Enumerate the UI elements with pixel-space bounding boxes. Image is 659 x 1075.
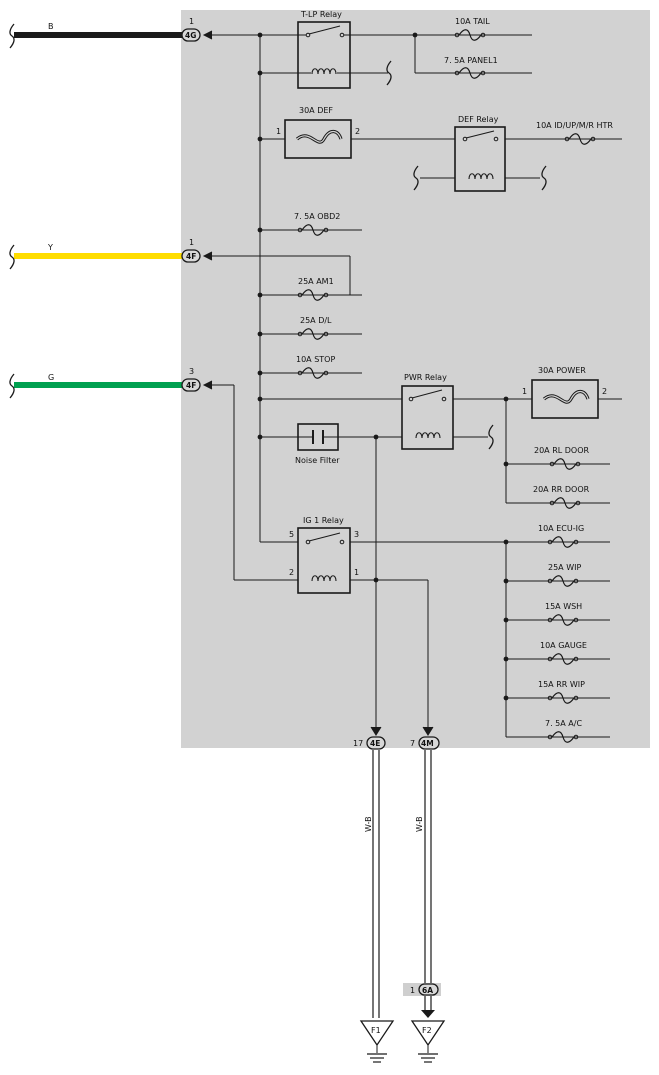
- noise-filter-label: Noise Filter: [295, 456, 340, 465]
- wire-g: G: [9, 373, 182, 399]
- svg-text:7. 5A OBD2: 7. 5A OBD2: [294, 212, 340, 221]
- wire-wb-2-label: W-B: [415, 816, 424, 832]
- fuse-25a-am1: 25A AM1: [297, 277, 334, 301]
- svg-text:4F: 4F: [186, 381, 196, 390]
- wire-b-label: B: [48, 22, 54, 31]
- fusible-30a-power-pin2: 2: [602, 387, 607, 396]
- wire-wb-2: W-B: [415, 750, 435, 1018]
- fusible-30a-power-pin1: 1: [522, 387, 527, 396]
- fusible-30a-def-label: 30A DEF: [299, 106, 333, 115]
- wire-b: B: [9, 22, 182, 49]
- svg-text:10A ID/UP/M/R HTR: 10A ID/UP/M/R HTR: [536, 121, 613, 130]
- fusible-30a-def-pin2: 2: [355, 127, 360, 136]
- ground-f2: F2: [410, 1020, 446, 1063]
- svg-text:15A WSH: 15A WSH: [545, 602, 582, 611]
- svg-text:4F: 4F: [186, 252, 196, 261]
- tlp-relay-label: T-LP Relay: [300, 10, 342, 19]
- junction-block: [181, 10, 650, 748]
- svg-text:4G: 4G: [185, 31, 196, 40]
- svg-text:15A RR WIP: 15A RR WIP: [538, 680, 585, 689]
- wire-wb-1: W-B: [364, 750, 380, 1018]
- wire-wb-1-label: W-B: [364, 816, 373, 832]
- connector-6a: 6A 1: [403, 983, 441, 996]
- fusible-30a-def-pin1: 1: [276, 127, 281, 136]
- svg-text:F1: F1: [371, 1026, 381, 1035]
- connector-4f-y: 4F 1: [181, 238, 213, 263]
- connector-4f-g-pin: 3: [189, 367, 194, 376]
- connector-4m: 4M 7: [410, 726, 440, 750]
- svg-text:4E: 4E: [370, 739, 380, 748]
- fuse-20a-rr-door: 20A RR DOOR: [533, 485, 590, 509]
- svg-text:6A: 6A: [422, 986, 433, 995]
- svg-text:10A GAUGE: 10A GAUGE: [540, 641, 587, 650]
- fusible-30a-power: 30A POWER 1 2: [522, 366, 607, 419]
- fuse-10a-ecu-ig: 10A ECU-IG: [538, 524, 584, 548]
- fuse-25a-wip: 25A WIP: [547, 563, 581, 587]
- ig1-pin-5: 5: [289, 530, 294, 539]
- fuse-20a-rl-door: 20A RL DOOR: [534, 446, 590, 470]
- connector-4e-pin: 17: [353, 739, 363, 748]
- svg-text:25A AM1: 25A AM1: [298, 277, 334, 286]
- connector-4g-pin: 1: [189, 17, 194, 26]
- wire-y-label: Y: [47, 243, 53, 252]
- fuse-15a-rr-wip: 15A RR WIP: [538, 680, 585, 704]
- pwr-relay-label: PWR Relay: [404, 373, 447, 382]
- fuse-10a-id-up-mr-htr: 10A ID/UP/M/R HTR: [536, 121, 613, 145]
- ig1-pin-1: 1: [354, 568, 359, 577]
- svg-text:10A TAIL: 10A TAIL: [455, 17, 490, 26]
- fuse-7-5a-obd2: 7. 5A OBD2: [294, 212, 340, 236]
- connector-4f-y-pin: 1: [189, 238, 194, 247]
- svg-text:F2: F2: [422, 1026, 432, 1035]
- connector-6a-pin: 1: [410, 986, 415, 995]
- ig1-pin-3: 3: [354, 530, 359, 539]
- connector-4m-pin: 7: [410, 739, 415, 748]
- connector-4f-g: 4F 3: [181, 367, 213, 392]
- svg-text:20A RL DOOR: 20A RL DOOR: [534, 446, 590, 455]
- svg-text:7. 5A A/C: 7. 5A A/C: [545, 719, 582, 728]
- svg-text:4M: 4M: [421, 739, 434, 748]
- fuse-25a-dl: 25A D/L: [297, 316, 332, 340]
- fusible-30a-power-label: 30A POWER: [538, 366, 586, 375]
- svg-text:25A WIP: 25A WIP: [548, 563, 581, 572]
- wire-y: Y: [9, 243, 182, 270]
- fuse-10a-tail: 10A TAIL: [454, 17, 490, 41]
- ig1-relay: IG 1 Relay 5 3 2 1: [289, 516, 359, 594]
- wire-g-label: G: [48, 373, 54, 382]
- ig1-relay-label: IG 1 Relay: [303, 516, 344, 525]
- pwr-relay: PWR Relay: [401, 373, 494, 450]
- noise-filter: Noise Filter: [295, 423, 340, 465]
- fuse-15a-wsh: 15A WSH: [545, 602, 582, 626]
- svg-text:25A D/L: 25A D/L: [300, 316, 332, 325]
- connector-4g: 4G 1: [181, 17, 213, 42]
- svg-text:10A ECU-IG: 10A ECU-IG: [538, 524, 584, 533]
- fuse-7-5a-panel1: 7. 5A PANEL1: [444, 56, 498, 79]
- tlp-relay: T-LP Relay: [297, 10, 392, 89]
- fuse-10a-stop: 10A STOP: [296, 355, 335, 379]
- def-relay-label: DEF Relay: [458, 115, 499, 124]
- svg-text:7. 5A PANEL1: 7. 5A PANEL1: [444, 56, 498, 65]
- def-relay: DEF Relay: [413, 115, 547, 192]
- fusible-30a-def: 30A DEF 1 2: [276, 106, 360, 159]
- svg-text:20A RR DOOR: 20A RR DOOR: [533, 485, 590, 494]
- connector-4e: 4E 17: [353, 726, 386, 750]
- ig1-pin-2: 2: [289, 568, 294, 577]
- svg-text:10A STOP: 10A STOP: [296, 355, 335, 364]
- junction-dots: [257, 32, 509, 701]
- ground-f1: F1: [359, 1020, 395, 1063]
- fuse-10a-gauge: 10A GAUGE: [540, 641, 587, 665]
- bus-wires: [212, 34, 622, 738]
- fuse-7-5a-ac: 7. 5A A/C: [545, 719, 582, 743]
